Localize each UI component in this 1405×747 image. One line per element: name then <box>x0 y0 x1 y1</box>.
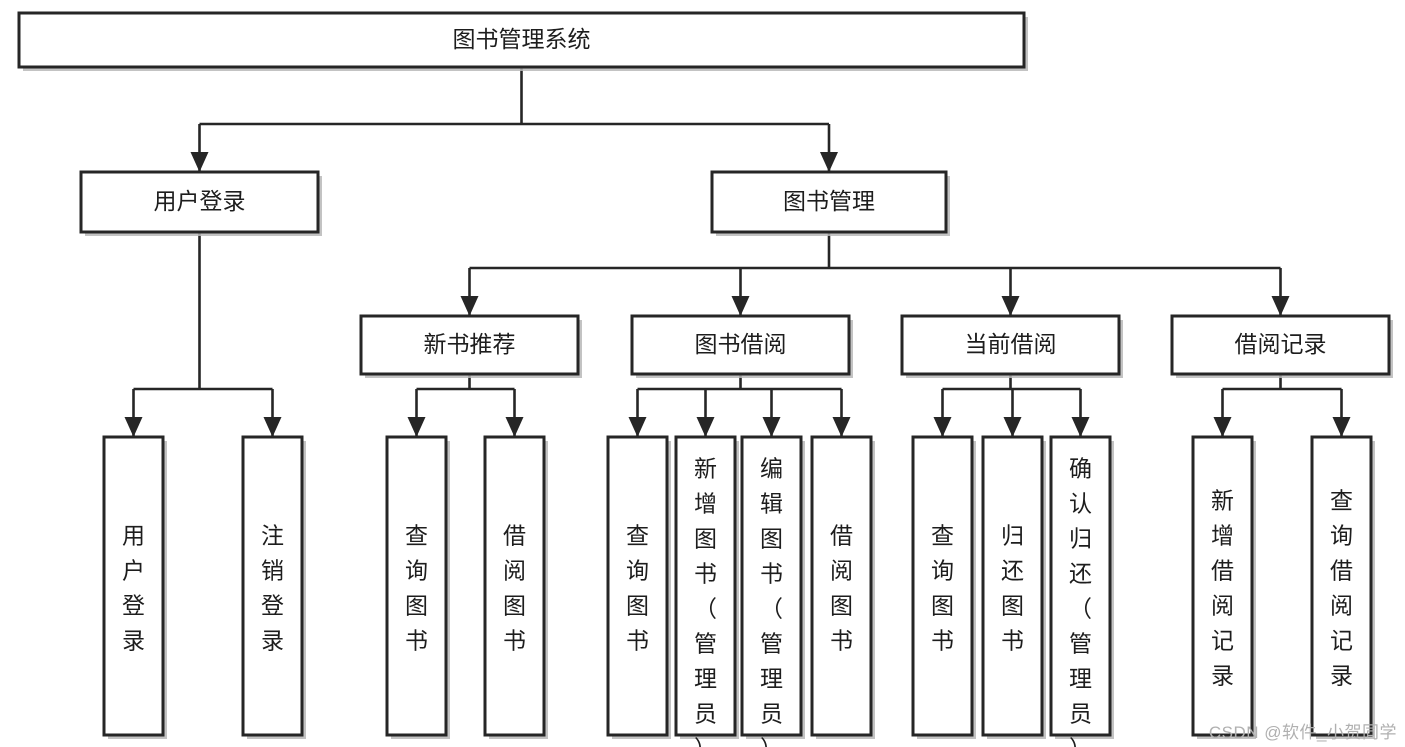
watermark-label: CSDN @软件_小贺同学 <box>1208 723 1397 742</box>
arrow-head <box>460 296 479 316</box>
node-borrow-record[interactable]: 借阅记录 <box>1170 314 1393 378</box>
arrow-head <box>1271 296 1290 316</box>
node-label: 确认归还（管理员） <box>1069 455 1092 747</box>
node-label: 新增图书（管理员） <box>694 455 717 747</box>
node-label: 注销登录 <box>261 522 284 653</box>
node-label: 查询图书 <box>405 522 428 653</box>
node-label: 借阅图书 <box>830 522 853 653</box>
node-label: 用户登录 <box>154 188 246 214</box>
arrow-head <box>1001 296 1020 316</box>
edge-group-root <box>190 67 838 172</box>
node-box[interactable] <box>359 314 580 376</box>
node-book-borrow[interactable]: 图书借阅 <box>630 314 853 378</box>
arrow-head <box>124 417 143 437</box>
node-label: 借阅图书 <box>503 522 526 653</box>
node-box[interactable] <box>17 11 1026 69</box>
node-label: 借阅记录 <box>1235 331 1327 357</box>
node-label: 图书管理 <box>783 188 875 214</box>
node-leaf-query-book-3[interactable]: 查询图书 <box>911 435 976 739</box>
arrow-head <box>820 152 838 172</box>
node-label: 当前借阅 <box>965 331 1057 357</box>
node-current-borrow[interactable]: 当前借阅 <box>900 314 1123 378</box>
node-box[interactable] <box>1310 435 1373 737</box>
node-leaf-borrow-book-2[interactable]: 借阅图书 <box>810 435 875 739</box>
node-new-book-recommend[interactable]: 新书推荐 <box>359 314 582 378</box>
edge-layer <box>124 67 1351 437</box>
node-label: 编辑图书（管理员） <box>760 455 783 747</box>
node-label: 用户登录 <box>122 522 145 653</box>
node-leaf-logout[interactable]: 注销登录 <box>241 435 306 739</box>
node-book-manage[interactable]: 图书管理 <box>710 170 950 236</box>
node-label: 图书借阅 <box>695 331 787 357</box>
node-box[interactable] <box>241 435 304 737</box>
arrow-head <box>696 417 715 437</box>
arrow-head <box>407 417 426 437</box>
arrow-head <box>263 417 282 437</box>
node-leaf-edit-book[interactable]: 编辑图书（管理员） <box>740 435 805 747</box>
edge-group-book-borrow <box>628 374 851 437</box>
edge-group-borrow-record <box>1213 374 1351 437</box>
edge-group-new-book-recommend <box>407 374 524 437</box>
node-leaf-return-book[interactable]: 归还图书 <box>981 435 1046 739</box>
arrow-head <box>505 417 524 437</box>
node-box[interactable] <box>1191 435 1254 737</box>
node-leaf-user-login[interactable]: 用户登录 <box>102 435 167 739</box>
node-leaf-confirm-return[interactable]: 确认归还（管理员） <box>1049 435 1114 747</box>
node-box[interactable] <box>674 435 737 737</box>
node-label: 查询借阅记录 <box>1330 487 1353 688</box>
node-box[interactable] <box>1170 314 1391 376</box>
node-leaf-query-book-2[interactable]: 查询图书 <box>606 435 671 739</box>
node-box[interactable] <box>385 435 448 737</box>
node-box[interactable] <box>900 314 1121 376</box>
node-label: 图书管理系统 <box>453 26 591 52</box>
arrow-head <box>628 417 647 437</box>
node-label: 新书推荐 <box>424 331 516 357</box>
node-root[interactable]: 图书管理系统 <box>17 11 1028 71</box>
node-box[interactable] <box>740 435 803 737</box>
node-label: 查询图书 <box>931 522 954 653</box>
node-box[interactable] <box>710 170 948 234</box>
node-user-login[interactable]: 用户登录 <box>79 170 322 236</box>
arrow-head <box>933 417 952 437</box>
arrow-head <box>1332 417 1351 437</box>
node-leaf-query-book-1[interactable]: 查询图书 <box>385 435 450 739</box>
node-label: 查询图书 <box>626 522 649 653</box>
node-label: 归还图书 <box>1001 522 1024 653</box>
node-layer: 图书管理系统用户登录图书管理新书推荐图书借阅当前借阅借阅记录用户登录注销登录查询… <box>17 11 1393 747</box>
node-box[interactable] <box>1049 435 1112 737</box>
edge-group-book-manage <box>460 232 1290 316</box>
node-box[interactable] <box>102 435 165 737</box>
node-box[interactable] <box>981 435 1044 737</box>
arrow-head <box>190 152 209 172</box>
arrow-head <box>762 417 781 437</box>
arrow-head <box>1003 417 1022 437</box>
node-label: 新增借阅记录 <box>1211 487 1234 688</box>
arrow-head <box>1213 417 1232 437</box>
node-box[interactable] <box>79 170 320 234</box>
node-box[interactable] <box>606 435 669 737</box>
node-leaf-add-book[interactable]: 新增图书（管理员） <box>674 435 739 747</box>
node-leaf-borrow-book-1[interactable]: 借阅图书 <box>483 435 548 739</box>
node-leaf-add-record[interactable]: 新增借阅记录 <box>1191 435 1256 739</box>
node-box[interactable] <box>810 435 873 737</box>
arrow-head <box>1071 417 1090 437</box>
edge-group-current-borrow <box>933 374 1090 437</box>
arrow-head <box>832 417 851 437</box>
node-box[interactable] <box>483 435 546 737</box>
edge-group-user-login <box>124 232 282 437</box>
node-box[interactable] <box>911 435 974 737</box>
arrow-head <box>731 296 750 316</box>
node-leaf-query-record[interactable]: 查询借阅记录 <box>1310 435 1375 739</box>
node-box[interactable] <box>630 314 851 376</box>
